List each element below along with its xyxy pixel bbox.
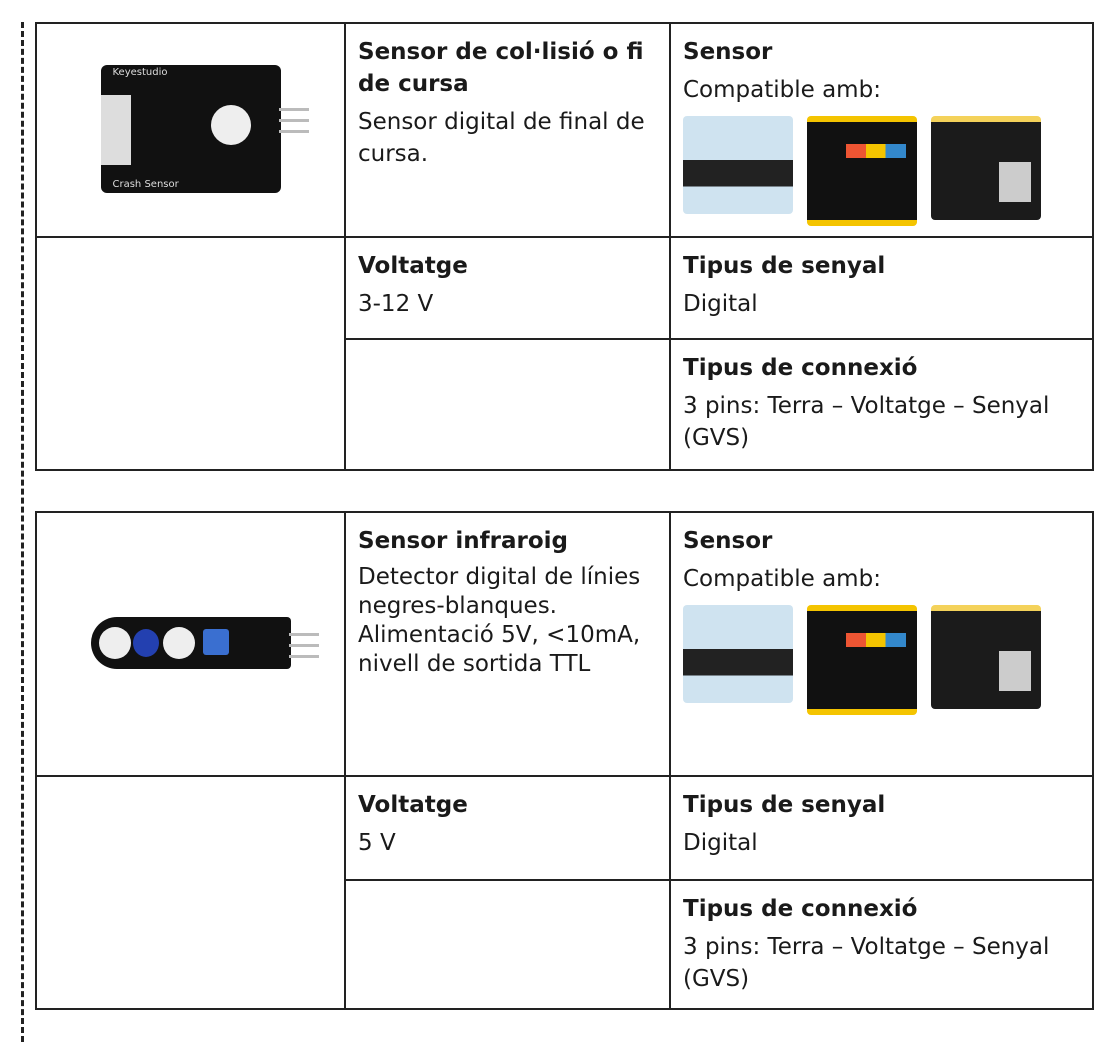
- microbit-board-image: [683, 605, 793, 703]
- sensor-table-infrared: Sensor infraroig Detector digital de lín…: [35, 511, 1094, 1010]
- dashed-margin-line: [21, 22, 24, 1042]
- category: Sensor: [683, 528, 773, 554]
- microbit-board-image: [683, 116, 793, 214]
- compatibility-cell: Sensor Compatible amb:: [669, 511, 1094, 777]
- infrared-sensor-image: [90, 616, 319, 669]
- sensor-table-crash: Keyestudio Crash Sensor Sensor de col·li…: [35, 22, 1094, 471]
- empty-cell: [344, 338, 671, 471]
- signal-cell: Tipus de senyal Digital: [669, 775, 1094, 881]
- sensor-image-cell: [35, 511, 346, 777]
- voltage-value: 5 V: [358, 830, 396, 856]
- sensor-info-cell: Sensor infraroig Detector digital de lín…: [344, 511, 671, 777]
- sensor-info-cell: Sensor de col·lisió o fi de cursa Sensor…: [344, 22, 671, 238]
- sensor-image-cell: Keyestudio Crash Sensor: [35, 22, 346, 238]
- signal-label: Tipus de senyal: [683, 792, 886, 818]
- image-label: Keyestudio: [112, 66, 168, 78]
- category: Sensor: [683, 39, 773, 65]
- compatibility-cell: Sensor Compatible amb:: [669, 22, 1094, 238]
- voltage-cell: Voltatge 5 V: [344, 775, 671, 881]
- connection-label: Tipus de connexió: [683, 896, 918, 922]
- esp32-board-image: [931, 605, 1041, 709]
- esp32-board-image: [931, 116, 1041, 220]
- crash-sensor-image: Keyestudio Crash Sensor: [100, 64, 309, 193]
- sensor-description: Detector digital de línies negres-blanqu…: [358, 564, 641, 677]
- connection-cell: Tipus de connexió 3 pins: Terra – Voltat…: [669, 879, 1094, 1010]
- empty-cell: [35, 236, 346, 471]
- empty-cell: [344, 879, 671, 1010]
- image-label: Crash Sensor: [112, 178, 179, 190]
- signal-label: Tipus de senyal: [683, 253, 886, 279]
- keyestudio-uno-board-image: [807, 116, 917, 226]
- signal-value: Digital: [683, 830, 758, 856]
- connection-label: Tipus de connexió: [683, 355, 918, 381]
- sensor-name: Sensor de col·lisió o fi de cursa: [358, 39, 644, 97]
- connection-value: 3 pins: Terra – Voltatge – Senyal (GVS): [683, 934, 1050, 992]
- keyestudio-uno-board-image: [807, 605, 917, 715]
- voltage-label: Voltatge: [358, 792, 468, 818]
- voltage-value: 3-12 V: [358, 291, 434, 317]
- voltage-cell: Voltatge 3-12 V: [344, 236, 671, 340]
- connection-value: 3 pins: Terra – Voltatge – Senyal (GVS): [683, 393, 1050, 451]
- connection-cell: Tipus de connexió 3 pins: Terra – Voltat…: [669, 338, 1094, 471]
- compatible-label: Compatible amb:: [683, 77, 881, 103]
- signal-cell: Tipus de senyal Digital: [669, 236, 1094, 340]
- voltage-label: Voltatge: [358, 253, 468, 279]
- compatible-label: Compatible amb:: [683, 566, 881, 592]
- signal-value: Digital: [683, 291, 758, 317]
- sensor-description: Sensor digital de final de cursa.: [358, 109, 645, 167]
- empty-cell: [35, 775, 346, 1010]
- sensor-name: Sensor infraroig: [358, 528, 568, 554]
